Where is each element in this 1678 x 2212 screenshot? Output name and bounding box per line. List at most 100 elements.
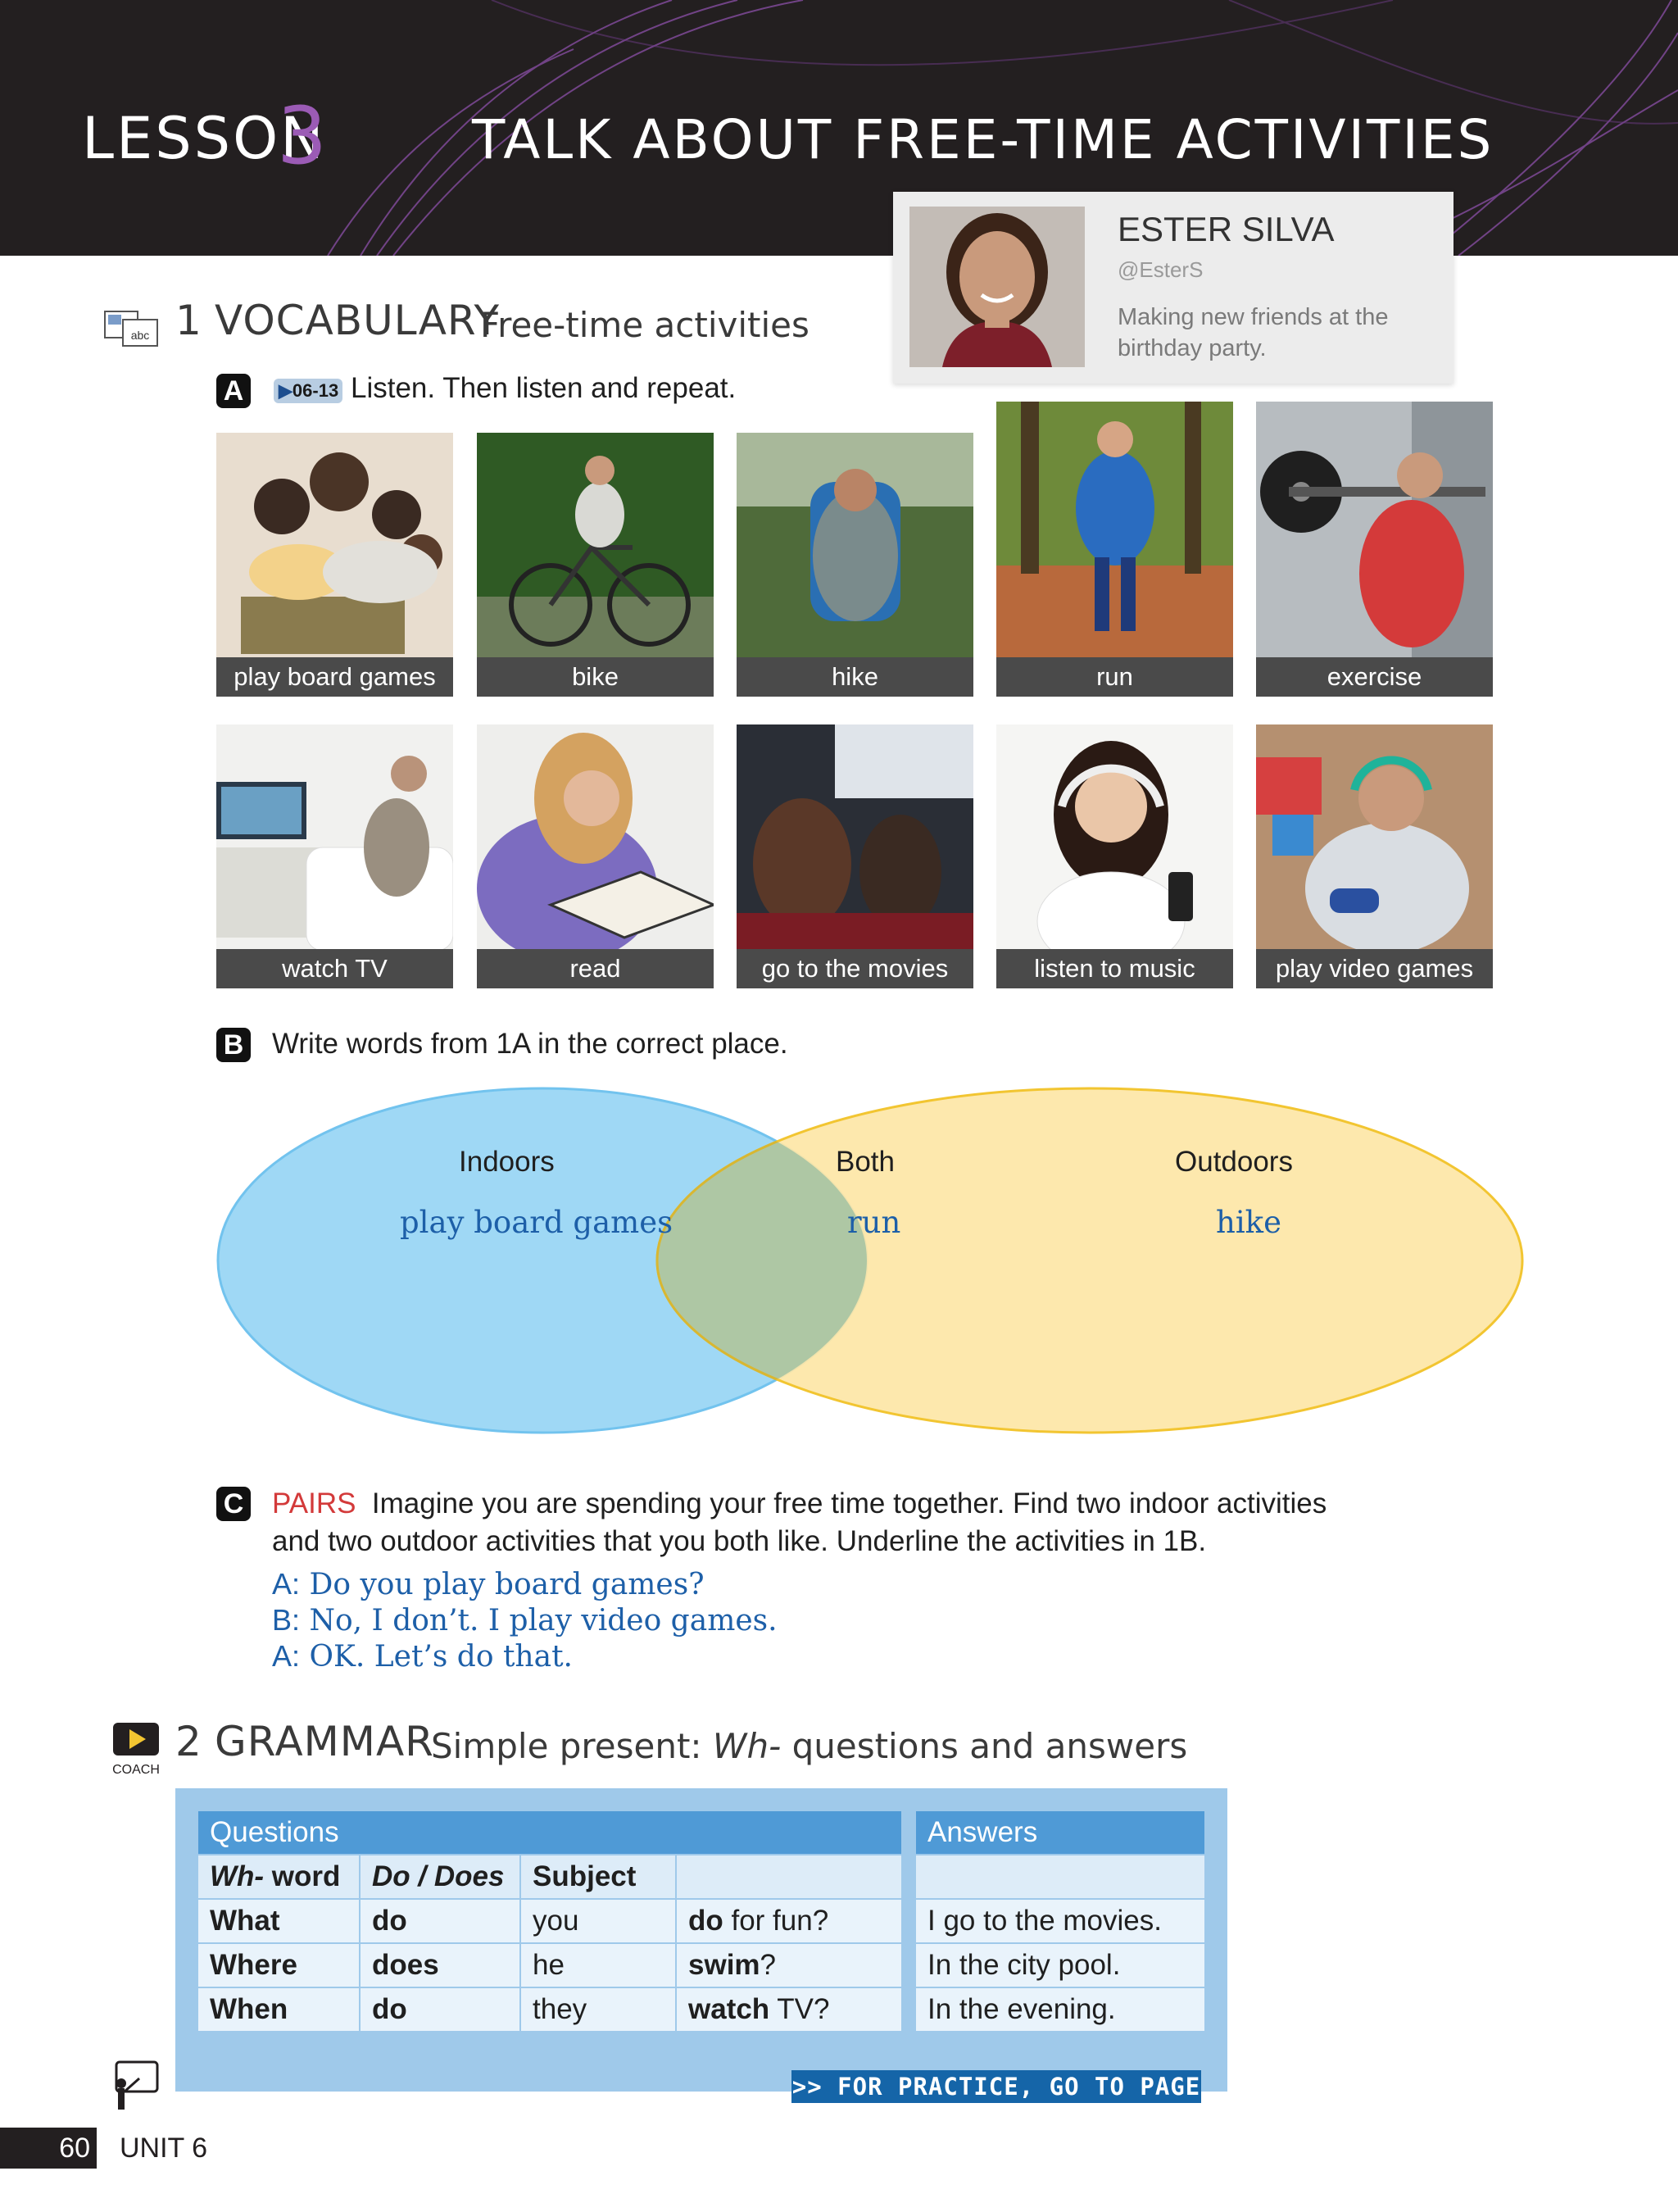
tile-caption: go to the movies: [737, 949, 973, 988]
section-number: 1: [175, 297, 202, 344]
tile-caption: read: [477, 949, 714, 988]
lesson-number: 3: [277, 90, 328, 182]
cell-answer: In the evening.: [916, 1987, 1206, 2033]
verb-rest: TV?: [769, 1993, 830, 2025]
cell-do: do: [360, 1899, 521, 1944]
venn-label-both: Both: [836, 1146, 895, 1178]
tile-caption: listen to music: [996, 949, 1233, 988]
tile-caption: play board games: [216, 657, 453, 697]
tile-caption: watch TV: [216, 949, 453, 988]
exercise-c-line1: Imagine you are spending your free time …: [371, 1488, 1327, 1519]
lesson-title: TALK ABOUT FREE-TIME ACTIVITIES: [472, 108, 1494, 171]
col-subject: Subject: [520, 1855, 677, 1900]
cell-answer: I go to the movies.: [916, 1899, 1206, 1944]
tile-listen-to-music: listen to music: [996, 724, 1233, 988]
col-wh-italic: Wh-: [210, 1860, 265, 1892]
tile-bike: bike: [477, 433, 714, 697]
profile-card: ESTER SILVA @EsterS Making new friends a…: [893, 192, 1454, 384]
tile-go-to-the-movies: go to the movies: [737, 724, 973, 988]
answers-spacer: [916, 1855, 1206, 1900]
verb-bold: do: [688, 1905, 723, 1937]
tile-caption: bike: [477, 657, 714, 697]
tile-caption: run: [996, 657, 1233, 697]
pairs-tag: PAIRS: [272, 1488, 356, 1519]
cell-verb: swim?: [676, 1943, 903, 1988]
dialog-line: A: OK. Let’s do that.: [272, 1639, 573, 1674]
section-title: VOCABULARY: [215, 297, 500, 344]
col-verb: [676, 1855, 903, 1900]
unit-label: UNIT 6: [120, 2133, 208, 2164]
dialog-text: Do you play board games?: [309, 1568, 705, 1601]
tile-play-video-games: play video games: [1256, 724, 1493, 988]
play-icon: ▶: [279, 380, 293, 401]
profile-handle: @EsterS: [1118, 257, 1204, 282]
dialog-speaker: A:: [272, 1639, 301, 1673]
dialog-line: B: No, I don’t. I play video games.: [272, 1603, 778, 1637]
venn-answer-indoors: play board games: [400, 1205, 673, 1240]
answers-table: Answers I go to the movies. In the city …: [916, 1811, 1206, 2033]
profile-status: Making new friends at the birthday party…: [1118, 304, 1389, 361]
header-swirl-decoration: [327, 0, 1678, 256]
col-wh-rest: word: [264, 1860, 341, 1892]
tile-exercise: exercise: [1256, 402, 1493, 697]
cell-subject: you: [520, 1899, 677, 1944]
vocabulary-abc-icon: abc: [103, 310, 159, 347]
venn-answer-outdoors: hike: [1216, 1205, 1281, 1240]
cell-wh: Where: [198, 1943, 361, 1988]
section-subtitle: Free-time activities: [480, 305, 810, 345]
table-row: I go to the movies.: [916, 1899, 1206, 1944]
questions-header: Questions: [198, 1811, 903, 1855]
venn-answer-both: run: [847, 1205, 901, 1240]
table-row: In the city pool.: [916, 1943, 1206, 1988]
table-row: What do you do for fun?: [198, 1899, 903, 1944]
cell-subject: he: [520, 1943, 677, 1988]
teacher-board-icon[interactable]: [110, 2059, 162, 2111]
subtitle-pre: Simple present:: [431, 1726, 713, 1766]
tile-read: read: [477, 724, 714, 988]
verb-bold: watch: [688, 1993, 770, 2025]
dialog-text: No, I don’t. I play video games.: [309, 1604, 778, 1637]
exercise-a-instruction: Listen. Then listen and repeat.: [351, 372, 737, 404]
col-do-does: Do / Does: [360, 1855, 521, 1900]
practice-link[interactable]: >> FOR PRACTICE, GO TO PAGE 118: [791, 2070, 1201, 2133]
exercise-c-instruction: PAIRS Imagine you are spending your free…: [272, 1485, 1419, 1560]
questions-table: Questions Wh- word Do / Does Subject Wha…: [198, 1811, 903, 2033]
cell-wh: What: [198, 1899, 361, 1944]
dialog-text: OK. Let’s do that.: [309, 1640, 573, 1674]
verb-rest: ?: [760, 1949, 777, 1981]
table-row: In the evening.: [916, 1987, 1206, 2033]
venn-label-outdoors: Outdoors: [1175, 1146, 1293, 1178]
page-number: 60: [0, 2128, 97, 2169]
table-row: When do they watch TV?: [198, 1987, 903, 2033]
exercise-b-badge: B: [216, 1028, 251, 1062]
cell-answer: In the city pool.: [916, 1943, 1206, 1988]
venn-overlap: [655, 1088, 867, 1433]
lesson-label: LESSON: [82, 105, 326, 172]
cell-wh: When: [198, 1987, 361, 2033]
lesson-header: LESSON 3 TALK ABOUT FREE-TIME ACTIVITIES: [0, 0, 1678, 256]
profile-name: ESTER SILVA: [1118, 210, 1335, 248]
exercise-a-badge: A: [216, 374, 251, 408]
section-subtitle: Simple present: Wh- questions and answer…: [431, 1726, 1187, 1766]
tile-caption: hike: [737, 657, 973, 697]
cell-subject: they: [520, 1987, 677, 2033]
dialog-line: A: Do you play board games?: [272, 1567, 705, 1601]
audio-track-label: 06-13: [292, 380, 339, 401]
section-number: 2: [175, 1718, 202, 1765]
verb-rest: for fun?: [723, 1905, 829, 1937]
subtitle-italic: Wh-: [712, 1726, 782, 1766]
tile-watch-tv: watch TV: [216, 724, 453, 988]
section-title: GRAMMAR: [215, 1718, 434, 1765]
table-row: Where does he swim?: [198, 1943, 903, 1988]
col-wh-word: Wh- word: [198, 1855, 361, 1900]
cell-do: does: [360, 1943, 521, 1988]
grammar-coach-icon[interactable]: COACH: [111, 1721, 164, 1777]
svg-text:COACH: COACH: [112, 1763, 160, 1777]
tile-play-board-games: play board games: [216, 433, 453, 697]
audio-track-button[interactable]: ▶06-13: [274, 379, 342, 403]
tile-caption: play video games: [1256, 949, 1493, 988]
dialog-speaker: A:: [272, 1567, 301, 1601]
tile-run: run: [996, 402, 1233, 697]
cell-verb: watch TV?: [676, 1987, 903, 2033]
answers-header: Answers: [916, 1811, 1206, 1855]
